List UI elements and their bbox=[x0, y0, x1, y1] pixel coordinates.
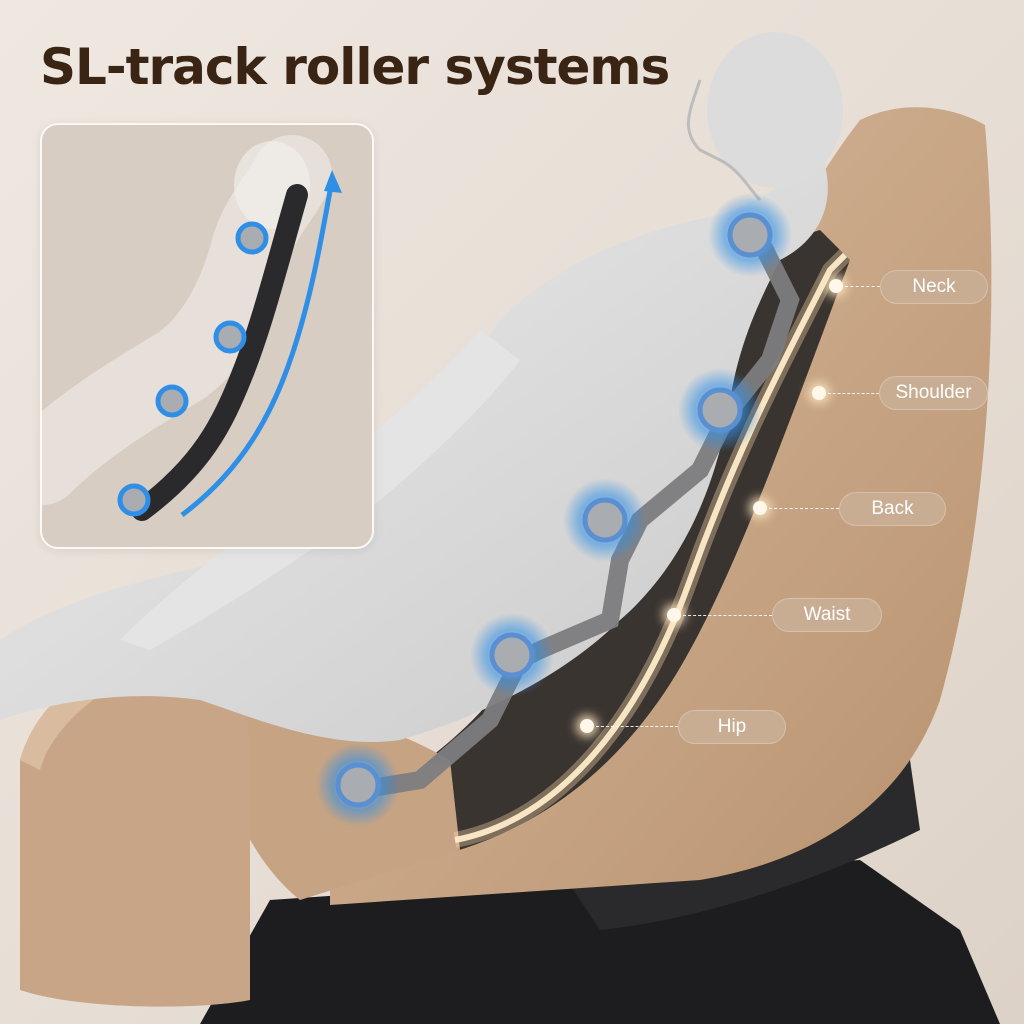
inset-panel bbox=[40, 123, 374, 549]
human-head bbox=[707, 32, 843, 188]
arrow-icon bbox=[180, 179, 335, 517]
zone-label-back: Back bbox=[839, 492, 946, 526]
leg-rest bbox=[20, 648, 250, 1007]
chair-base bbox=[200, 860, 1000, 1024]
zone-marker-shoulder bbox=[812, 386, 826, 400]
zone-marker-waist bbox=[667, 608, 681, 622]
zone-label-waist: Waist bbox=[772, 598, 882, 632]
zone-marker-back bbox=[753, 501, 767, 515]
zone-label-shoulder: Shoulder bbox=[879, 376, 988, 410]
zone-marker-neck bbox=[829, 279, 843, 293]
sl-track bbox=[454, 252, 848, 843]
rollers bbox=[316, 193, 792, 827]
zone-marker-hip bbox=[580, 719, 594, 733]
zone-label-neck: Neck bbox=[880, 270, 988, 304]
page-title: SL-track roller systems bbox=[40, 38, 670, 96]
zone-label-hip: Hip bbox=[678, 710, 786, 744]
inset-diagram bbox=[42, 135, 342, 521]
